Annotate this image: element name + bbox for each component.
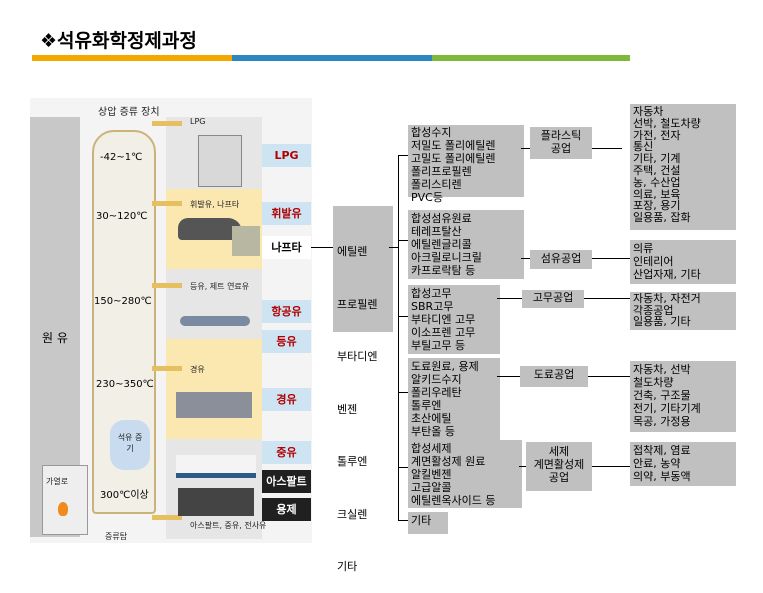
title-bar-green [432,55,630,61]
heater [42,465,88,535]
naphtha-connector [311,247,333,248]
bracket-tick [398,240,408,241]
industry-fiber: 섬유공업 [530,250,592,269]
title-bar-blue [232,55,432,61]
caption-2: 휘발유, 나프타 [190,200,240,209]
other-box: 기타 [408,512,448,534]
connector [592,466,630,467]
bracket-vertical [398,155,399,520]
connector [497,376,520,377]
product-solvent: 용제 [262,498,311,521]
title-bar-orange [32,55,232,61]
industry-plastics: 플라스틱 공업 [530,127,592,159]
truck-image [176,392,252,418]
band-diesel [166,339,262,439]
industry-paint: 도료공업 [520,366,588,387]
product-lpg: LPG [262,144,311,167]
group-items-detergent: 합성세제 계면활성제 원료 알킬벤젠 고급알콜 에틸렌옥사이드 등 [408,440,522,508]
bracket-tick [398,316,408,317]
uses-plastics: 자동차 선박, 철도차량 가전, 전자 통신 기타, 기계 주택, 건설 농, … [630,104,736,230]
bracket-tick [398,467,408,468]
pipe-1 [152,121,182,126]
temp-2: 30~120℃ [96,211,148,222]
uses-paint: 자동차, 선박 철도차량 건축, 구조물 전기, 기타기계 목공, 가정용 [630,361,736,432]
airplane-image [180,316,250,326]
flame-icon [58,502,68,516]
bracket-tick [398,520,408,521]
naphtha-item: 크실렌 [337,507,368,521]
uses-detergent: 접착제, 염료 안료, 농약 의약, 부동액 [630,442,736,486]
uses-fiber: 의류 인테리어 산업자재, 기타 [630,240,736,284]
connector [521,258,530,259]
naphtha-item: 부타디엔 [337,350,378,363]
temp-1: -42~1℃ [100,152,143,163]
bracket-tick [398,155,408,156]
connector [584,298,630,299]
product-kerosene: 등유 [262,330,311,353]
group-items-paint: 도료원료, 용제 알키드수지 폴리우레탄 톨루엔 초산에틸 부탄올 등 [408,358,500,440]
naphtha-products-box: 에틸렌 프로필렌 부타디엔 벤젠 톨루엔 크실렌 기타 [333,206,393,573]
page-title: ❖석유화학정제과정 [40,30,197,52]
connector [521,148,530,149]
crude-oil-label: 원 유 [42,331,68,345]
naphtha-item: 기타 [337,560,358,573]
heater-label: 가열로 [46,477,69,486]
fabric-image [232,226,260,256]
ship-image [176,455,256,478]
uses-rubber: 자동차, 자전거 각종공업 일용품, 기타 [630,292,736,330]
group-items-fiber: 합성섬유원료 테레프탈산 에틸렌글리콜 아크릴로니크릴 카프로락탐 등 [408,210,524,279]
temp-5: 300℃이상 [100,490,149,501]
pipe-2 [152,201,182,206]
connector [592,148,622,149]
pipe-5 [152,515,182,520]
industry-rubber: 고무공업 [522,290,584,308]
caption-3: 등유, 제트 연료유 [190,282,250,291]
pipe-3 [152,283,182,288]
vapor-label: 석유 증기 [117,433,143,453]
connector [519,466,526,467]
pipe-4 [152,366,182,371]
naphtha-item: 벤젠 [337,402,358,416]
product-asphalt: 아스팔트 [262,470,311,493]
connector [588,376,630,377]
factory-image [178,488,254,516]
naphtha-item: 톨루엔 [337,455,368,468]
product-heavy-oil: 중유 [262,441,311,464]
connector [497,298,522,299]
temp-3: 150~280℃ [94,296,152,307]
bracket-tick [398,392,408,393]
caption-5: 아스팔트, 중유, 전사유 [190,521,267,530]
connector [592,258,630,259]
column-bottom-label: 증류탑 [105,532,128,541]
caption-4: 경유 [190,365,205,374]
industry-detergent: 세제 계면활성제 공업 [526,442,592,491]
naphtha-item: 에틸렌 [337,245,368,258]
product-gasoline: 휘발유 [262,202,311,225]
car-image [178,218,242,240]
caption-1: LPG [190,117,206,126]
vapor-cloud [110,420,150,470]
product-diesel: 경유 [262,388,311,411]
product-naphtha: 나프타 [262,236,311,259]
stove-image [198,135,242,187]
temp-4: 230~350℃ [96,379,154,390]
band-kerosene [166,269,262,339]
naphtha-item: 프로필렌 [337,297,378,311]
bracket-link [389,247,398,248]
group-items-rubber: 합성고무 SBR고무 부타디엔 고무 이소프렌 고무 부틸고무 등 [408,285,500,354]
group-items-plastics: 합성수지 저밀도 폴리에틸렌 고밀도 폴리에틸렌 폴리프로필렌 폴리스티렌 PV… [408,125,524,204]
column-label: 상압 증류 장치 [98,107,160,118]
product-jet-fuel: 항공유 [262,300,311,323]
